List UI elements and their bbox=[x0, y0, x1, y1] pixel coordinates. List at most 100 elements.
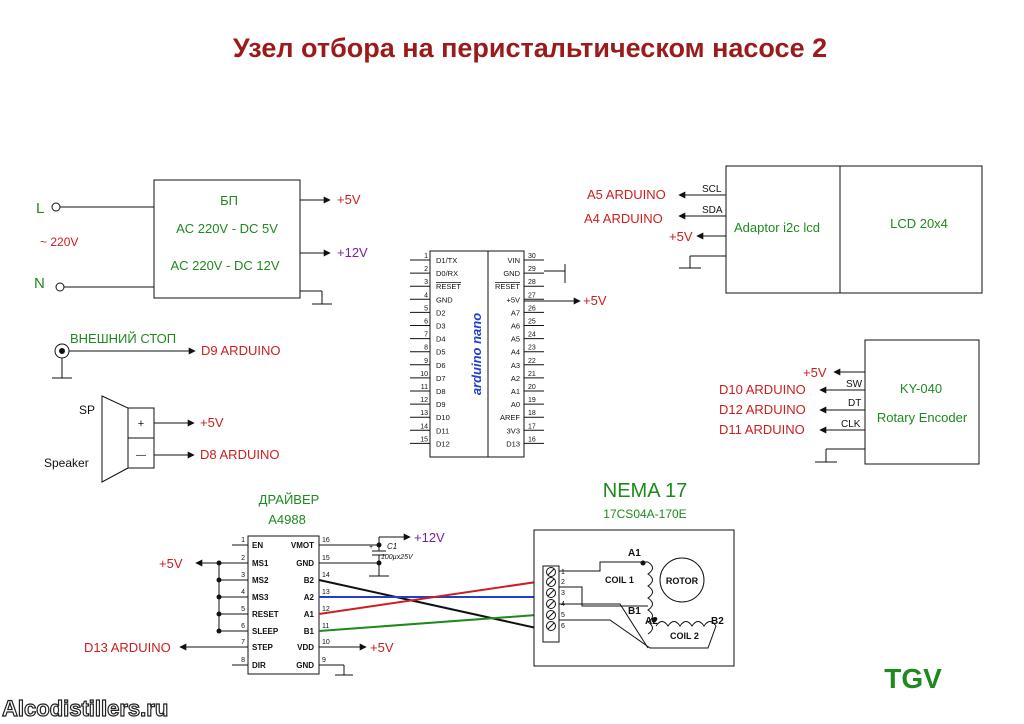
encoder-d11: D11 ARDUINO bbox=[719, 422, 805, 437]
nano-right-pin-name: VIN bbox=[507, 256, 520, 265]
motor-a2: A2 bbox=[645, 616, 658, 627]
nano-right-pin-number: 25 bbox=[528, 319, 536, 326]
encoder-clk: CLK bbox=[841, 419, 861, 430]
driver-left-pin-name: SLEEP bbox=[252, 627, 279, 636]
nano-right-pin-name: GND bbox=[503, 269, 520, 278]
nano-left-pin-name: RESET bbox=[436, 282, 461, 291]
motor-b2: B2 bbox=[711, 616, 724, 627]
motor-coil1: COIL 1 bbox=[605, 575, 634, 585]
page-title: Узел отбора на перистальтическом насосе … bbox=[233, 33, 827, 63]
motor-coil-dots bbox=[640, 560, 657, 623]
psu-line1: AC 220V - DC 5V bbox=[176, 221, 278, 236]
nano-right-pin-number: 26 bbox=[528, 305, 536, 312]
psu-out-5v: +5V bbox=[337, 192, 361, 207]
speaker-symbol bbox=[101, 395, 195, 483]
speaker-out-plus: +5V bbox=[200, 415, 224, 430]
encoder-dt: DT bbox=[848, 398, 861, 409]
motor-model: 17CS04A-170E bbox=[603, 507, 686, 521]
motor-terminal-pin-number: 6 bbox=[561, 623, 565, 630]
lcd-display-label: LCD 20x4 bbox=[890, 216, 948, 231]
driver-right-pin-name: B1 bbox=[304, 627, 315, 636]
nano-left-pin-number: 2 bbox=[424, 266, 428, 273]
rotary-encoder bbox=[815, 339, 980, 465]
motor-terminal-slot bbox=[547, 622, 555, 630]
cap-name: C1 bbox=[387, 542, 397, 551]
driver-line1: ДРАЙВЕР bbox=[259, 492, 320, 507]
encoder-5v: +5V bbox=[803, 365, 827, 380]
driver-right-pin-name: A2 bbox=[304, 593, 315, 602]
driver-left-pin-number: 1 bbox=[241, 537, 245, 544]
nano-left-pin-name: D2 bbox=[436, 308, 446, 317]
psu-line2: AC 220V - DC 12V bbox=[170, 258, 279, 273]
nano-left-pin-number: 10 bbox=[420, 371, 428, 378]
motor-terminal-slot bbox=[547, 578, 555, 586]
nano-left-pin-number: 8 bbox=[424, 345, 428, 352]
driver-right-pin-name: VDD bbox=[297, 643, 314, 652]
driver-left-pin-name: RESET bbox=[252, 610, 279, 619]
watermark: Alcodistillers.ru bbox=[2, 696, 168, 721]
psu-name: БП bbox=[220, 193, 238, 208]
driver-right-pin-number: 14 bbox=[322, 572, 330, 579]
lcd-5v: +5V bbox=[669, 229, 693, 244]
nano-right-pin-number: 20 bbox=[528, 384, 536, 391]
driver-right-pin-name: VMOT bbox=[291, 541, 314, 550]
nano-right-pin-name: A5 bbox=[511, 335, 520, 344]
nano-right-pin-name: A0 bbox=[511, 400, 520, 409]
lcd-a5: A5 ARDUINO bbox=[587, 187, 666, 202]
nano-left-pin-name: D6 bbox=[436, 361, 446, 370]
nano-left-pin-number: 12 bbox=[420, 397, 428, 404]
driver-left-pin-number: 5 bbox=[241, 606, 245, 613]
nano-left-pin-name: D4 bbox=[436, 335, 446, 344]
nano-right-pin-name: A1 bbox=[511, 387, 520, 396]
driver-line2: A4988 bbox=[268, 512, 306, 527]
power-supply bbox=[51, 179, 332, 305]
nano-left-pin-name: D5 bbox=[436, 348, 446, 357]
arduino-name: arduino nano bbox=[469, 313, 484, 395]
driver-right-pin-name: A1 bbox=[304, 610, 315, 619]
driver-left-pin-name: EN bbox=[252, 541, 263, 550]
nano-left-pin-number: 5 bbox=[424, 305, 428, 312]
encoder-d10: D10 ARDUINO bbox=[719, 382, 806, 397]
driver-right-pin-name: GND bbox=[296, 661, 314, 670]
nano-left-pin-number: 14 bbox=[420, 423, 428, 430]
nano-left-pin-name: D12 bbox=[436, 439, 450, 448]
driver-right-pin-number: 11 bbox=[322, 623, 329, 630]
driver-right-pin-name: B2 bbox=[304, 576, 315, 585]
ac-voltage-label: ~ 220V bbox=[40, 235, 78, 249]
nano-left-pin-number: 11 bbox=[421, 384, 428, 391]
driver-pins: 1EN2MS13MS24MS35RESET6SLEEP7STEP8DIR16VM… bbox=[241, 537, 330, 670]
nano-right-pin-name: RESET bbox=[495, 282, 520, 291]
nano-left-pin-number: 9 bbox=[424, 358, 428, 365]
driver-left-pin-name: MS2 bbox=[252, 576, 269, 585]
motor-coil2: COIL 2 bbox=[670, 631, 699, 641]
motor-terminal-pin-number: 2 bbox=[561, 579, 565, 586]
nano-right-pin-number: 24 bbox=[528, 332, 536, 339]
nano-left-pin-name: GND bbox=[436, 295, 453, 304]
external-stop-jack bbox=[52, 343, 196, 379]
nano-right-pin-name: A7 bbox=[511, 308, 520, 317]
driver-12v: +12V bbox=[414, 530, 445, 545]
nano-left-pin-number: 1 bbox=[424, 253, 428, 260]
encoder-line1: KY-040 bbox=[900, 381, 942, 396]
nano-right-pin-name: 3V3 bbox=[507, 426, 520, 435]
nano-right-pin-name: A6 bbox=[511, 322, 520, 331]
driver-5v-left: +5V bbox=[159, 556, 183, 571]
driver-right-pin-number: 9 bbox=[322, 657, 326, 664]
lcd-scl: SCL bbox=[702, 184, 722, 195]
speaker-ref: SP bbox=[79, 403, 95, 417]
nano-left-pin-name: D7 bbox=[436, 374, 446, 383]
nano-left-pin-number: 7 bbox=[424, 332, 428, 339]
cap-value: 100µх25V bbox=[381, 554, 414, 561]
driver-d13: D13 ARDUINO bbox=[84, 640, 171, 655]
speaker-minus: — bbox=[136, 450, 146, 461]
motor-name: NEMA 17 bbox=[603, 480, 687, 502]
motor-terminal-slot bbox=[547, 600, 555, 608]
driver-left-pin-number: 3 bbox=[241, 572, 245, 579]
motor-terminal-pin-number: 5 bbox=[561, 612, 565, 619]
nano-right-pin-number: 28 bbox=[528, 279, 536, 286]
nano-right-pin-name: AREF bbox=[500, 413, 520, 422]
nano-left-pin-name: D9 bbox=[436, 400, 446, 409]
